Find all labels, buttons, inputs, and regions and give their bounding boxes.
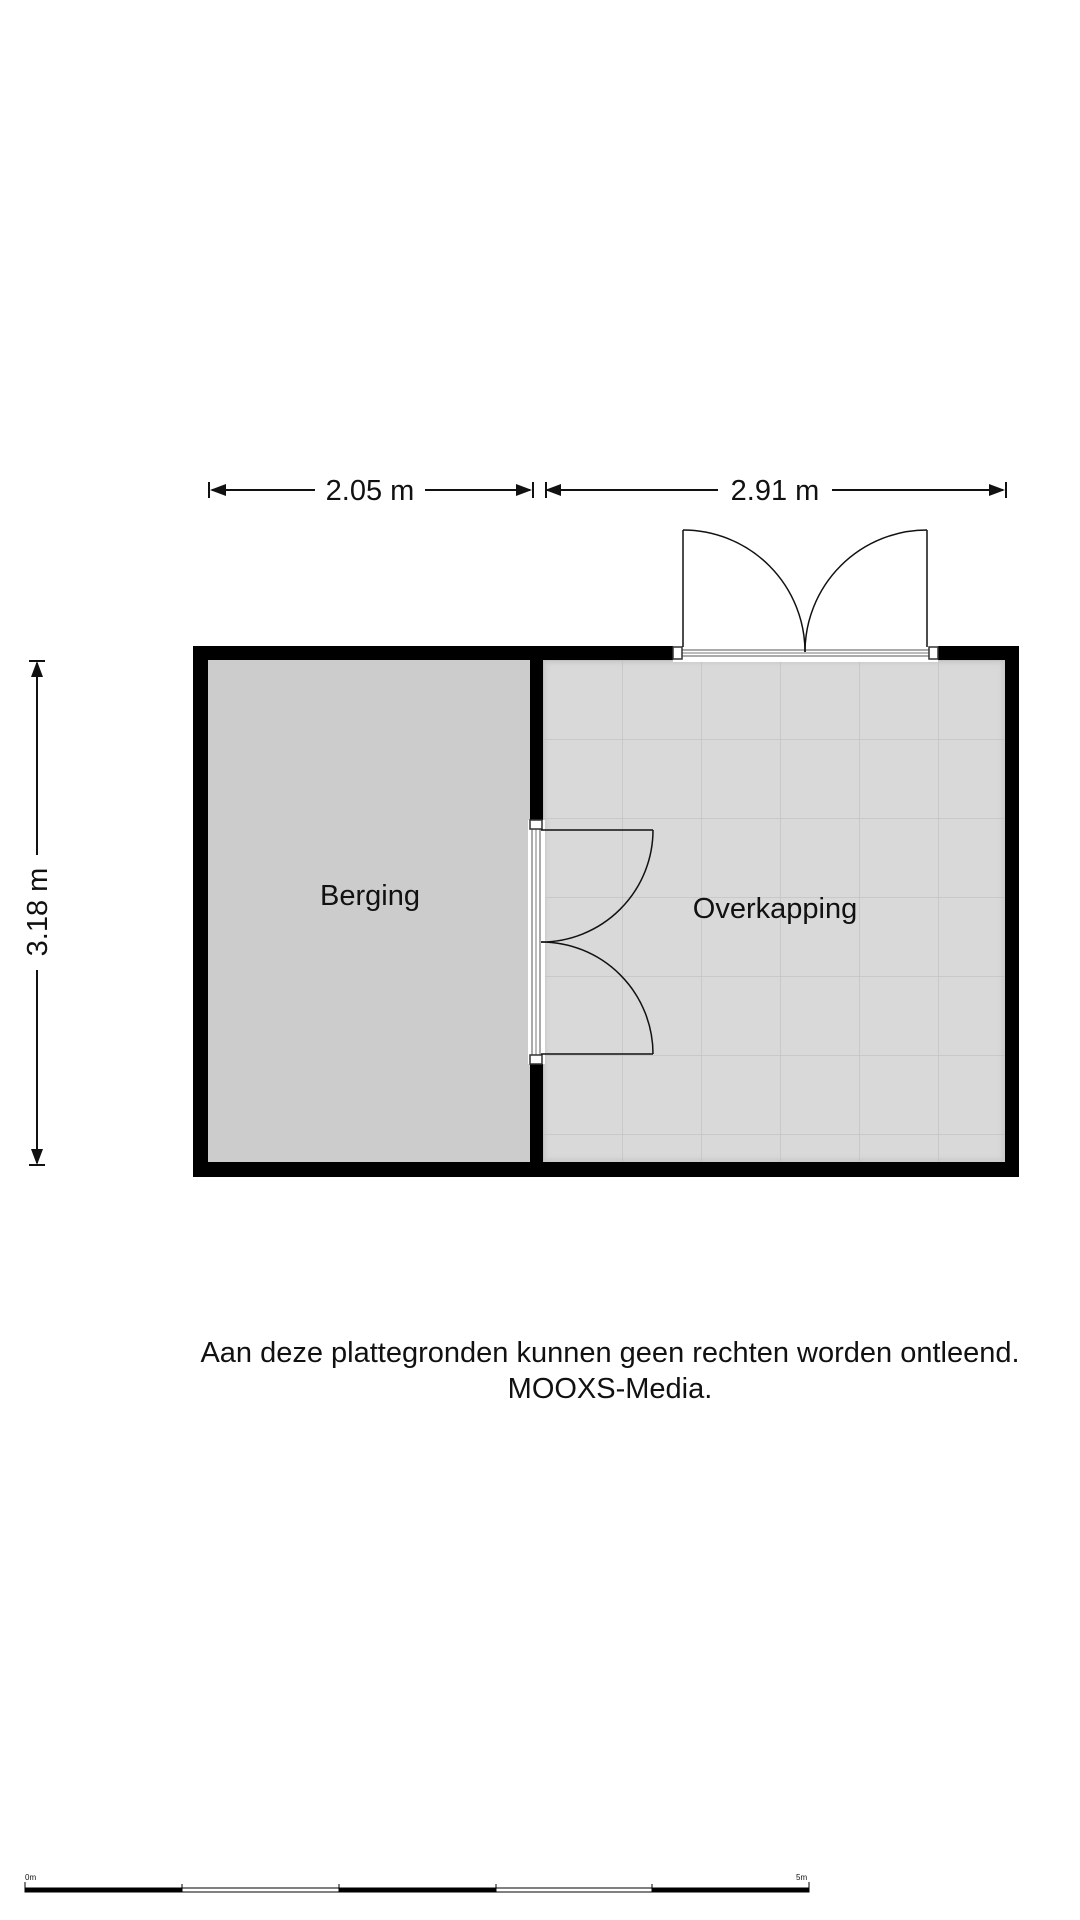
dimension-label-right: 2.91 m xyxy=(731,475,820,507)
disclaimer-line-2: MOOXS-Media. xyxy=(507,1373,713,1405)
room-storage-floor xyxy=(208,660,530,1162)
dimension-label-left: 2.05 m xyxy=(326,475,415,507)
dimension-label-height: 3.18 m xyxy=(22,868,54,957)
double-door-top xyxy=(672,529,939,662)
disclaimer-line-1: Aan deze plattegronden kunnen geen recht… xyxy=(200,1337,1020,1369)
dimension-width-right: 2.91 m xyxy=(545,475,1007,507)
scale-bar: 0m 5m xyxy=(24,1873,810,1893)
room-label-canopy: Overkapping xyxy=(693,893,857,925)
scale-bar-start-label: 0m xyxy=(25,1873,36,1882)
disclaimer: Aan deze plattegronden kunnen geen recht… xyxy=(140,1335,1080,1407)
room-label-storage: Berging xyxy=(320,880,420,912)
scale-bar-end-label: 5m xyxy=(796,1873,807,1882)
double-door-partition xyxy=(528,819,654,1065)
dimension-width-left: 2.05 m xyxy=(208,475,534,507)
room-canopy-floor xyxy=(543,660,1005,1162)
dimension-height: 3.18 m xyxy=(22,660,54,1166)
